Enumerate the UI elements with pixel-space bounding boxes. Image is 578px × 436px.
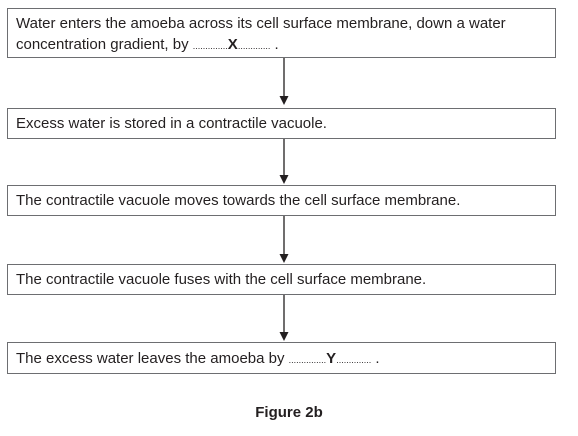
blank-label-x: X xyxy=(227,36,238,53)
flow-step-5-line: The excess water leaves the amoeba by ..… xyxy=(16,348,547,369)
arrow-down-icon xyxy=(279,139,289,184)
flow-step-5-suffix: . xyxy=(371,350,380,367)
flow-step-2-box: Excess water is stored in a contractile … xyxy=(7,108,556,139)
flow-step-5-box: The excess water leaves the amoeba by ..… xyxy=(7,342,556,374)
arrow-down-icon xyxy=(279,58,289,105)
figure-caption: Figure 2b xyxy=(255,404,323,421)
flow-step-1-suffix: . xyxy=(270,36,279,53)
flow-step-1-dots-after: ............. xyxy=(237,41,271,51)
flow-step-3-box: The contractile vacuole moves towards th… xyxy=(7,185,556,216)
flow-step-4-text: The contractile vacuole fuses with the c… xyxy=(16,271,427,288)
flow-step-1-line-2-text: concentration gradient, by xyxy=(16,36,193,53)
flow-step-4-box: The contractile vacuole fuses with the c… xyxy=(7,264,556,295)
flow-step-2-text: Excess water is stored in a contractile … xyxy=(16,115,327,132)
flow-step-5-dots-after: .............. xyxy=(336,355,372,365)
flow-step-5-text: The excess water leaves the amoeba by xyxy=(16,350,289,367)
flow-step-1-line-2: concentration gradient, by .............… xyxy=(16,34,547,55)
flow-step-3-text: The contractile vacuole moves towards th… xyxy=(16,192,461,209)
flow-step-5-dots-before: ............... xyxy=(288,355,327,365)
blank-label-y: Y xyxy=(326,350,337,367)
flow-step-1-dots-before: .............. xyxy=(192,41,228,51)
arrow-down-icon xyxy=(279,216,289,263)
flow-step-1-line-1: Water enters the amoeba across its cell … xyxy=(16,15,506,32)
flow-step-1-box: Water enters the amoeba across its cell … xyxy=(7,8,556,58)
arrow-down-icon xyxy=(279,295,289,341)
